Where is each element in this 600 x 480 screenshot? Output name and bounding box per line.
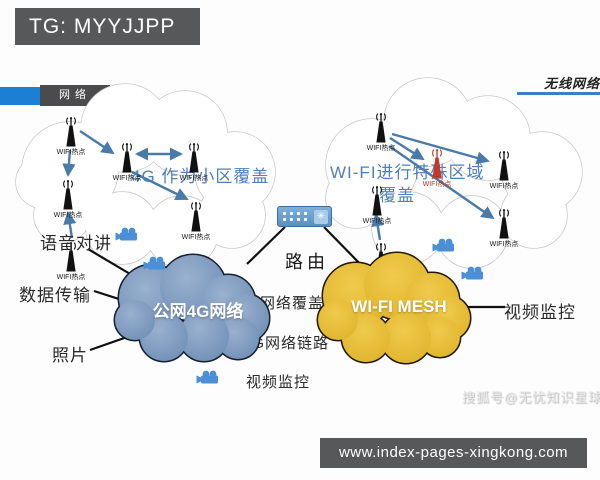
white-cloud-right-fill — [326, 78, 582, 268]
network-tab-accent-bar — [0, 87, 40, 105]
arrow-l6-l4 — [63, 211, 77, 239]
wifi-hotspot-label: WIFI热点 — [489, 183, 519, 190]
label-data-transfer: 数据传输 — [19, 286, 91, 305]
arrow-r6-r4 — [371, 213, 385, 241]
wifi-hotspot-node: WIFI热点 — [489, 208, 519, 249]
wifi-hotspot-label: WIFI热点 — [366, 145, 396, 152]
line-router-4gcloud — [246, 226, 286, 265]
network-tab-label: 网络 — [59, 89, 91, 101]
wifi-hotspot-node: WIFI热点 — [181, 201, 211, 242]
video-camera-icon — [461, 266, 485, 280]
label-photo: 照片 — [52, 346, 88, 365]
wifi-hotspot-node-red: WIFI热点 — [422, 148, 452, 189]
cloud-mesh-fill — [318, 253, 470, 363]
router-device: ✳ — [277, 206, 332, 227]
wifi-hotspot-node: WIFI热点 — [489, 150, 519, 191]
wifi-hotspot-label: WIFI热点 — [112, 175, 142, 182]
wifi-hotspot-node: WIFI热点 — [112, 142, 142, 183]
note-wifi-coverage-line1: WI-FI进行特殊区域 — [330, 163, 485, 182]
arrow-r1-r5 — [388, 145, 495, 220]
note-4g-coverage: 4G 作为小区覆盖 — [131, 167, 270, 186]
note-wifi-coverage-line2: 覆盖 — [379, 186, 415, 205]
video-camera-icon — [196, 370, 220, 384]
mesh-arrows — [62, 130, 495, 241]
router-ports — [281, 211, 309, 223]
label-video-monitor-right: 视频监控 — [504, 303, 576, 322]
video-camera-icon — [115, 227, 139, 241]
router-hub-icon: ✳ — [314, 209, 328, 224]
cloud-4g-fill — [115, 255, 269, 361]
sohu-watermark: 搜狐号@无忧知识星球 — [462, 390, 600, 405]
page-title: 无线网络 — [544, 77, 600, 92]
label-voice-intercom: 语音对讲 — [40, 234, 112, 253]
arrow-r1-r2 — [389, 136, 425, 161]
arrow-l1-l2 — [79, 130, 115, 155]
title-underline — [517, 92, 600, 95]
label-4g-network-link: 4G网络链路 — [243, 335, 330, 352]
wifi-hotspot-label: WIFI热点 — [56, 149, 86, 156]
cloud-4g-title: 公网4G网络 — [152, 302, 244, 321]
tg-watermark-banner: TG: MYYJJPP — [15, 8, 200, 45]
wifi-hotspot-node: WIFI热点 — [56, 116, 86, 157]
cloud-mesh-title: WI-FI MESH — [351, 297, 447, 316]
wifi-hotspot-label: WIFI热点 — [179, 175, 209, 182]
site-url-bar: www.index-pages-xingkong.com — [320, 438, 587, 468]
wifi-hotspot-node: WIFI热点 — [179, 142, 209, 183]
wifi-hotspot-label: WIFI热点 — [56, 274, 86, 281]
router-label: 路由 — [285, 252, 329, 272]
arrow-r1-r3 — [391, 132, 490, 165]
wifi-hotspot-label: WIFI热点 — [422, 181, 452, 188]
wifi-hotspot-node: WIFI热点 — [366, 112, 396, 153]
wifi-hotspot-node: WIFI热点 — [56, 241, 86, 282]
label-video-monitor-mid: 视频监控 — [246, 374, 311, 391]
video-camera-icon — [143, 256, 167, 270]
arrow-l1-l4 — [62, 149, 76, 177]
arrow-l2-l5 — [131, 170, 189, 201]
wifi-hotspot-label: WIFI热点 — [489, 241, 519, 248]
wifi-hotspot-label: WIFI热点 — [181, 234, 211, 241]
video-camera-icon — [432, 238, 456, 252]
